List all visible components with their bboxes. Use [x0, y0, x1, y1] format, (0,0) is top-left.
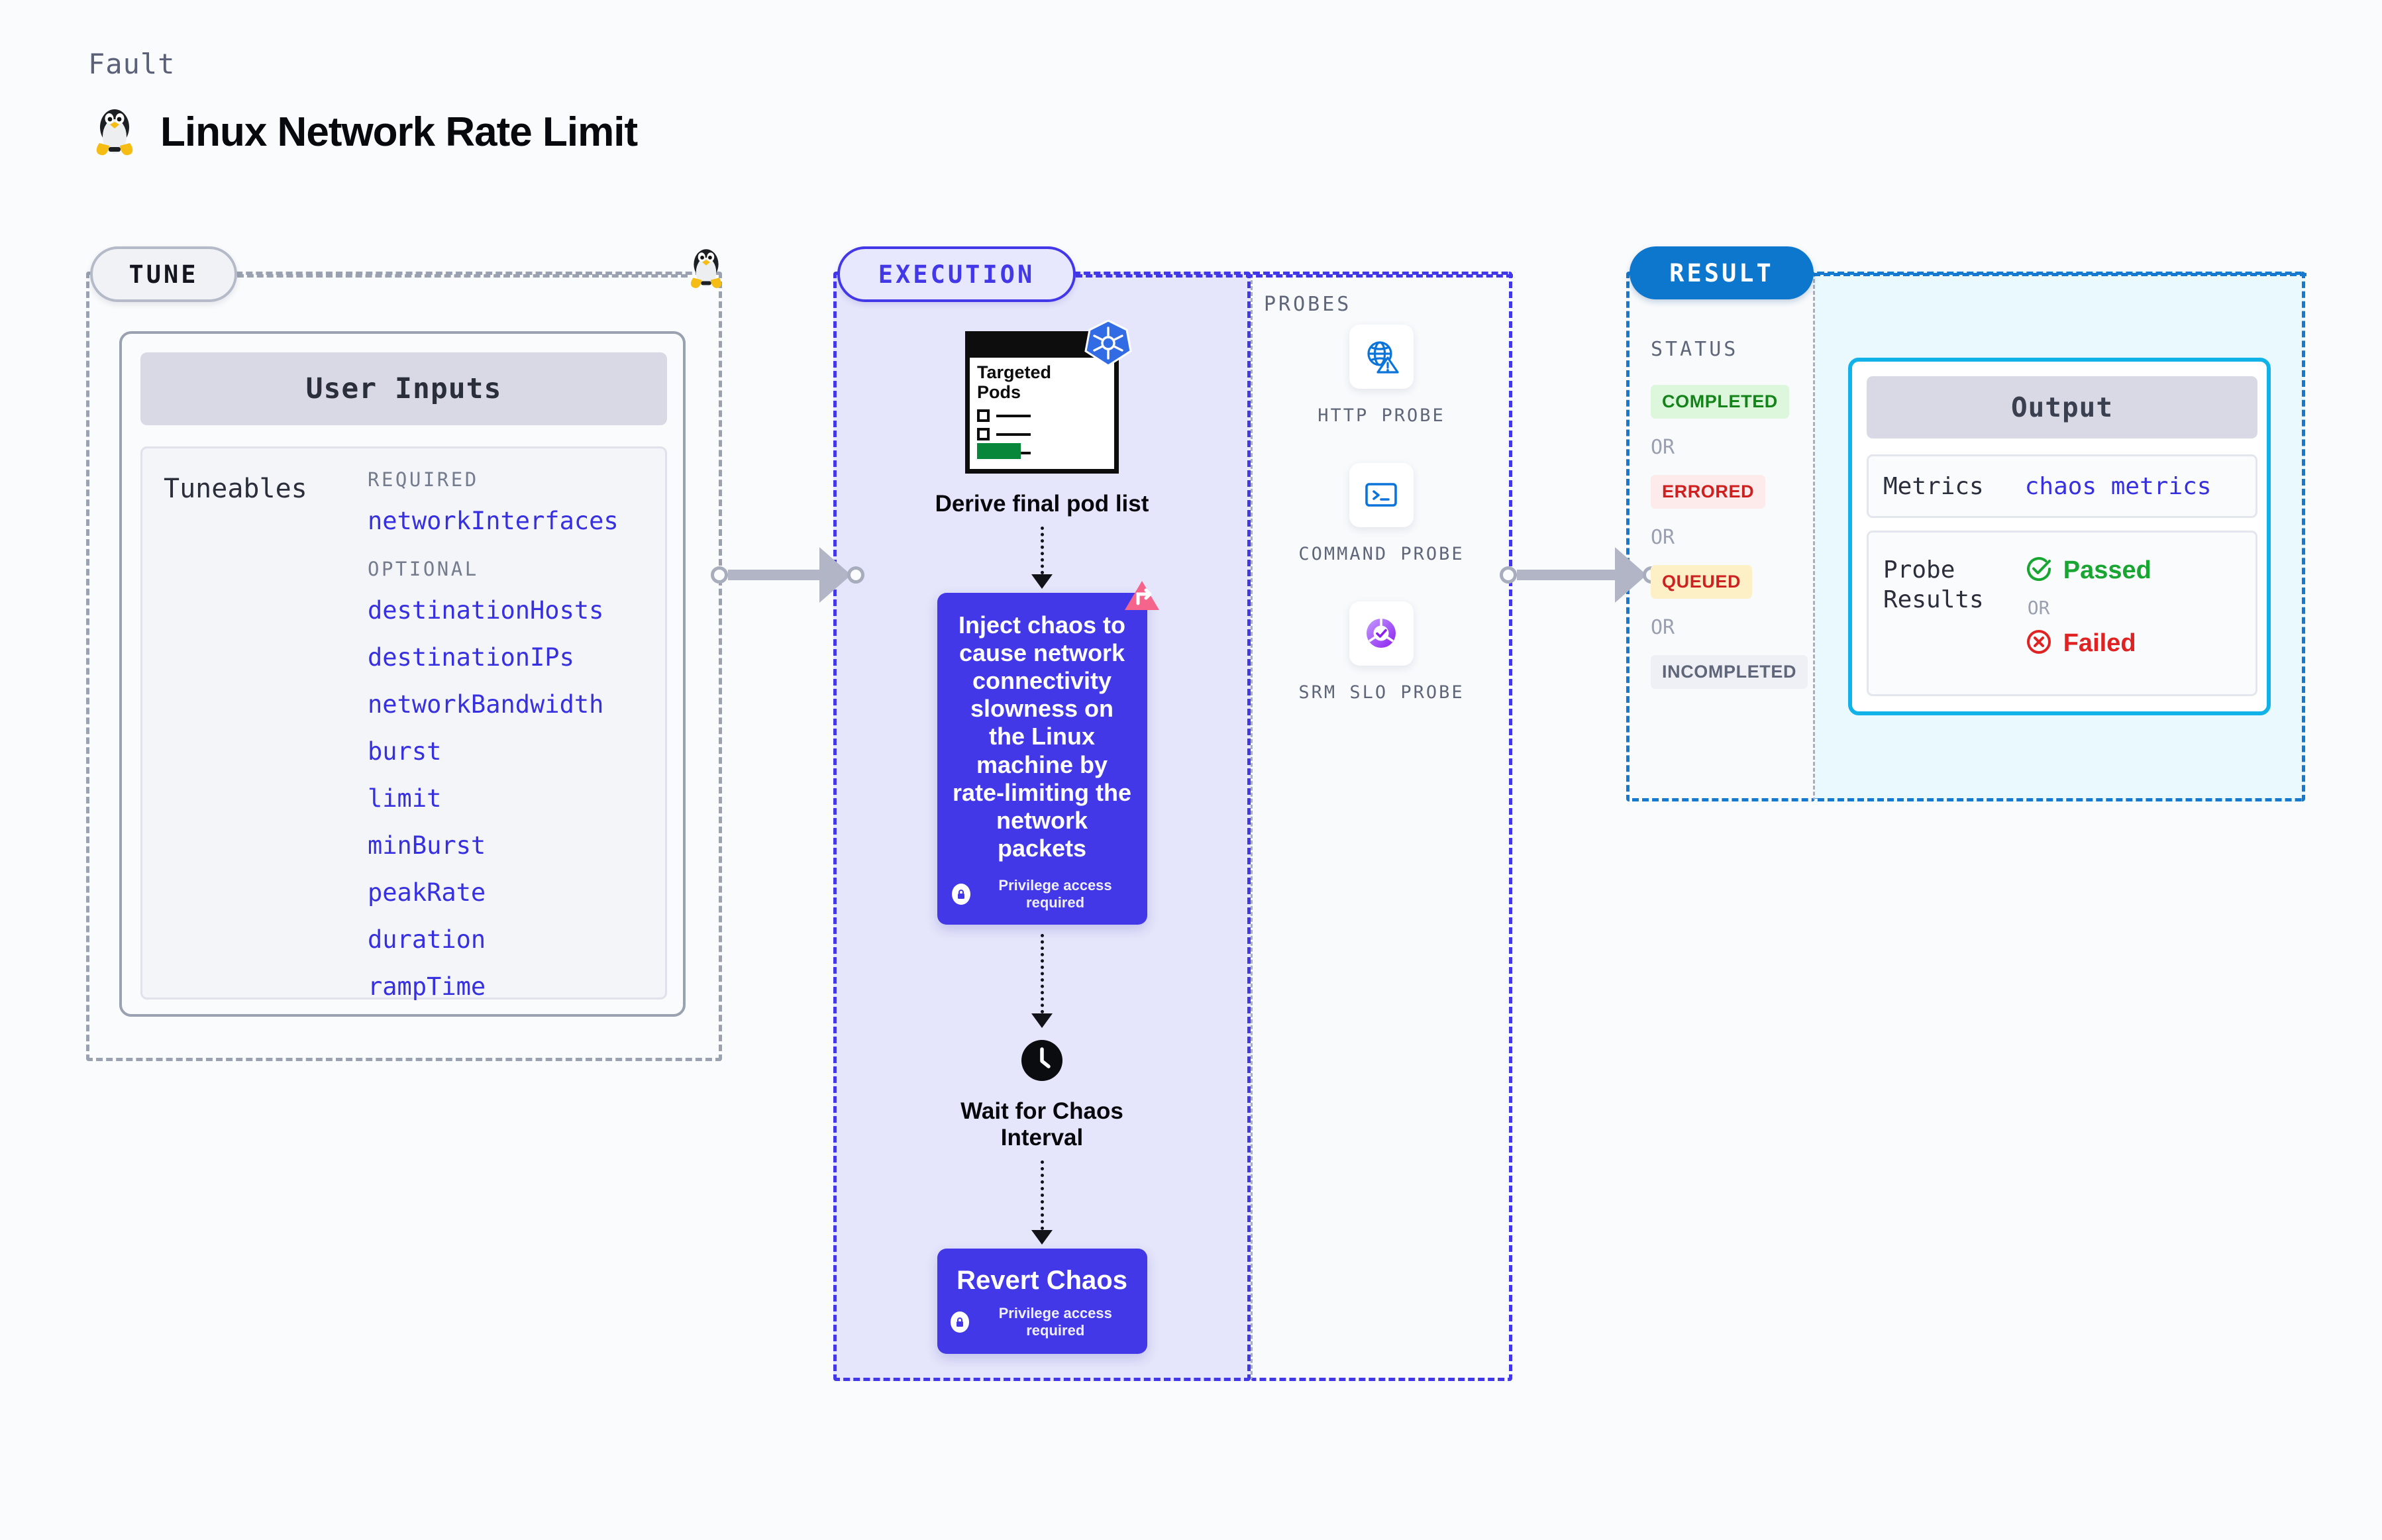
derive-pod-list-caption: Derive final pod list: [935, 491, 1149, 517]
tuneable-networkBandwidth[interactable]: networkBandwidth: [368, 690, 604, 719]
execution-to-result-arrow: [1500, 547, 1660, 603]
output-probe-results-row: Probe Results Passed OR: [1867, 531, 2257, 696]
connector-arrowhead: [1615, 547, 1647, 603]
status-badge-incompleted: INCOMPLETED: [1651, 655, 1808, 689]
user-inputs-card: User Inputs Tuneables REQUIRED networkIn…: [119, 331, 686, 1017]
probe-command-label: COMMAND PROBE: [1298, 543, 1465, 564]
status-or-1: OR: [1651, 436, 1675, 459]
tuneable-minBurst[interactable]: minBurst: [368, 831, 486, 860]
execution-section-label: EXECUTION: [837, 246, 1076, 302]
clock-icon: [1021, 1039, 1062, 1081]
globe-warning-icon: [1349, 325, 1414, 389]
tuneable-rampTime[interactable]: rampTime: [368, 972, 486, 1001]
user-inputs-title: User Inputs: [140, 352, 667, 425]
inject-chaos-card: Inject chaos to cause network connectivi…: [937, 581, 1159, 925]
connector-shaft: [728, 570, 821, 580]
inject-chaos-text: Inject chaos to cause network connectivi…: [952, 611, 1132, 862]
flow-arrowhead-2: [1031, 1013, 1053, 1028]
srm-slo-gauge-icon: [1349, 601, 1414, 666]
tuneables-label: Tuneables: [164, 474, 307, 504]
tune-section-frame: [86, 272, 722, 1061]
connector-dot-right: [847, 566, 864, 584]
tune-to-execution-arrow: [711, 547, 864, 603]
flow-line-2: [1040, 933, 1044, 1013]
page-kicker: Fault: [88, 48, 176, 80]
flow-arrowhead-1: [1031, 574, 1053, 589]
status-badge-errored: ERRORED: [1651, 475, 1766, 509]
probe-http-label: HTTP PROBE: [1318, 405, 1445, 426]
status-badge-queued: QUEUED: [1651, 565, 1753, 599]
status-badge-completed: COMPLETED: [1651, 385, 1789, 419]
status-or-2: OR: [1651, 526, 1675, 549]
probes-section-frame: [1251, 272, 1512, 1381]
tune-pill-connector: [237, 274, 688, 278]
connector-arrowhead: [819, 547, 851, 603]
revert-chaos-card: Revert Chaos Privilege access required: [937, 1248, 1147, 1354]
probe-srm-slo[interactable]: SRM SLO PROBE: [1298, 601, 1464, 705]
probe-command[interactable]: COMMAND PROBE: [1298, 462, 1465, 567]
privilege-note-text: Privilege access required: [998, 876, 1112, 911]
probe-http[interactable]: HTTP PROBE: [1318, 325, 1445, 429]
output-metrics-row: Metrics chaos metrics: [1867, 454, 2257, 518]
tuneable-burst[interactable]: burst: [368, 737, 442, 766]
tuneable-limit[interactable]: limit: [368, 784, 442, 813]
result-pill-connector: [1814, 273, 2306, 276]
tuneable-destinationHosts[interactable]: destinationHosts: [368, 596, 604, 625]
output-probe-results-key: Probe Results: [1883, 556, 1984, 613]
flow-line-1: [1040, 527, 1044, 574]
revert-chaos-label: Revert Chaos: [957, 1265, 1127, 1295]
lock-icon: [950, 1311, 970, 1333]
targeted-pods-document-icon: Targeted Pods: [965, 319, 1132, 474]
tune-section-label: TUNE: [90, 246, 237, 302]
probe-result-or: OR: [2027, 597, 2050, 619]
tune-linux-marker-icon: [688, 246, 725, 293]
tuneable-networkInterfaces[interactable]: networkInterfaces: [368, 507, 619, 535]
tuneables-list: REQUIRED networkInterfaces OPTIONAL dest…: [368, 468, 652, 1019]
status-column: STATUS COMPLETED OR ERRORED OR QUEUED OR…: [1651, 338, 1816, 689]
output-metrics-value[interactable]: chaos metrics: [2024, 472, 2212, 500]
result-section-label: RESULT: [1630, 246, 1814, 299]
check-circle-icon: [2025, 555, 2053, 586]
optional-group-label: OPTIONAL: [368, 558, 479, 580]
kubernetes-icon: [1083, 318, 1133, 368]
page-title-row: Linux Network Rate Limit: [93, 106, 638, 158]
probe-result-failed-label: Failed: [2063, 629, 2136, 657]
connector-dot-left: [711, 566, 728, 584]
wait-chaos-caption: Wait for Chaos Interval: [960, 1098, 1123, 1151]
required-group-label: REQUIRED: [368, 468, 479, 491]
probe-result-passed-label: Passed: [2063, 556, 2151, 584]
output-card: Output Metrics chaos metrics Probe Resul…: [1848, 358, 2271, 715]
flow-line-3: [1040, 1160, 1044, 1230]
output-metrics-key: Metrics: [1883, 472, 1984, 500]
tuneables-body: Tuneables REQUIRED networkInterfaces OPT…: [140, 446, 667, 1001]
execution-pill-connector: [1076, 274, 1513, 278]
terminal-icon: [1349, 462, 1414, 527]
linux-penguin-icon: [93, 106, 136, 158]
probes-list: HTTP PROBE COMMAND PROBE: [1251, 325, 1512, 705]
connector-shaft: [1517, 570, 1616, 580]
targeted-pods-doc-title: Targeted Pods: [977, 362, 1052, 402]
probes-title: PROBES: [1264, 293, 1352, 316]
litmus-chaos-icon: [1121, 577, 1163, 619]
result-status-frame: [1626, 272, 1815, 801]
tuneable-duration[interactable]: duration: [368, 925, 486, 954]
execution-flow: Targeted Pods: [833, 319, 1251, 1354]
probe-srm-slo-label: SRM SLO PROBE: [1298, 682, 1465, 703]
privilege-note-text: Privilege access required: [998, 1304, 1112, 1339]
lock-icon: [951, 883, 970, 905]
tuneable-destinationIPs[interactable]: destinationIPs: [368, 643, 574, 672]
status-title: STATUS: [1651, 338, 1739, 361]
status-or-3: OR: [1651, 616, 1675, 639]
tuneable-peakRate[interactable]: peakRate: [368, 878, 486, 907]
connector-dot-left: [1500, 566, 1517, 584]
x-circle-icon: [2025, 628, 2053, 659]
output-title: Output: [1867, 376, 2257, 438]
inject-chaos-privilege-note: Privilege access required: [951, 876, 1133, 911]
page-title: Linux Network Rate Limit: [160, 109, 638, 155]
flow-arrowhead-3: [1031, 1229, 1053, 1245]
revert-chaos-privilege-note: Privilege access required: [950, 1304, 1134, 1339]
